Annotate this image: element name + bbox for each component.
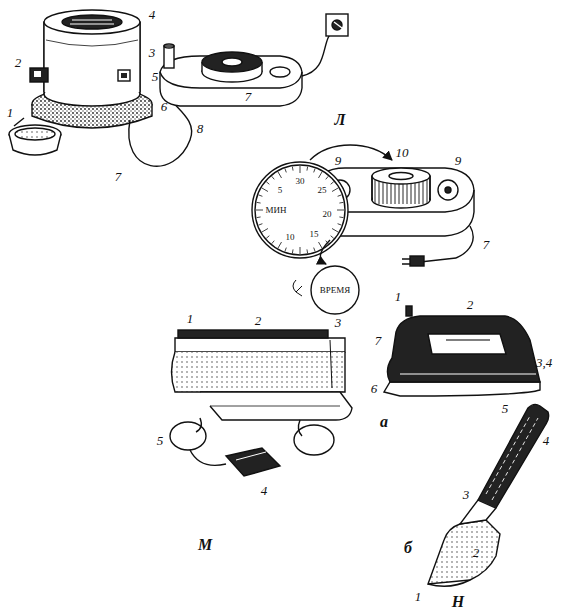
- callout-number: 2: [15, 56, 22, 69]
- callout-number: 7: [115, 170, 122, 183]
- callout-number: 7: [483, 238, 490, 251]
- dial-number: 20: [323, 210, 332, 219]
- figure-letter: Н: [452, 594, 464, 610]
- dial-number: 5: [278, 186, 283, 195]
- callout-number: 1: [187, 312, 194, 325]
- callout-number: 9: [335, 154, 342, 167]
- callout-number: 7: [375, 334, 382, 347]
- dial-text: ВРЕМЯ: [320, 286, 351, 295]
- callout-number: 8: [197, 122, 204, 135]
- callout-number: 7: [245, 90, 252, 103]
- callout-number: 3: [149, 46, 156, 59]
- dial-number: 25: [318, 186, 327, 195]
- callout-number: 5: [157, 434, 164, 447]
- callout-number: 6: [371, 382, 378, 395]
- callout-number: 4: [543, 434, 550, 447]
- figure-letter: б: [404, 540, 412, 556]
- callout-number: 2: [473, 546, 480, 559]
- figure-letter: Л: [335, 112, 346, 128]
- timer: [252, 145, 474, 314]
- dial-text: МИН: [265, 206, 286, 215]
- dial-number: 10: [286, 233, 295, 242]
- soldering-iron: [428, 404, 549, 586]
- figure-letter: а: [380, 414, 388, 430]
- callout-number: 2: [255, 314, 262, 327]
- callout-number: 5: [152, 70, 159, 83]
- callout-number: 5: [502, 402, 509, 415]
- dial-number: 30: [296, 177, 305, 186]
- dial-number: 15: [310, 230, 319, 239]
- figure-letter: М: [198, 537, 212, 553]
- callout-number: 9: [455, 154, 462, 167]
- control-unit: [160, 14, 348, 106]
- callout-number: 3,4: [536, 356, 552, 369]
- callout-number: 4: [149, 8, 156, 21]
- callout-number: 2: [467, 298, 474, 311]
- callout-number: 1: [7, 106, 14, 119]
- callout-number: 1: [415, 590, 422, 603]
- callout-number: 3: [335, 316, 342, 329]
- iron: [384, 306, 540, 396]
- callout-number: 10: [396, 146, 409, 159]
- callout-number: 4: [261, 484, 268, 497]
- heating-pad: [170, 330, 352, 476]
- callout-number: 6: [161, 100, 168, 113]
- callout-number: 3: [463, 488, 470, 501]
- callout-number: 1: [395, 290, 402, 303]
